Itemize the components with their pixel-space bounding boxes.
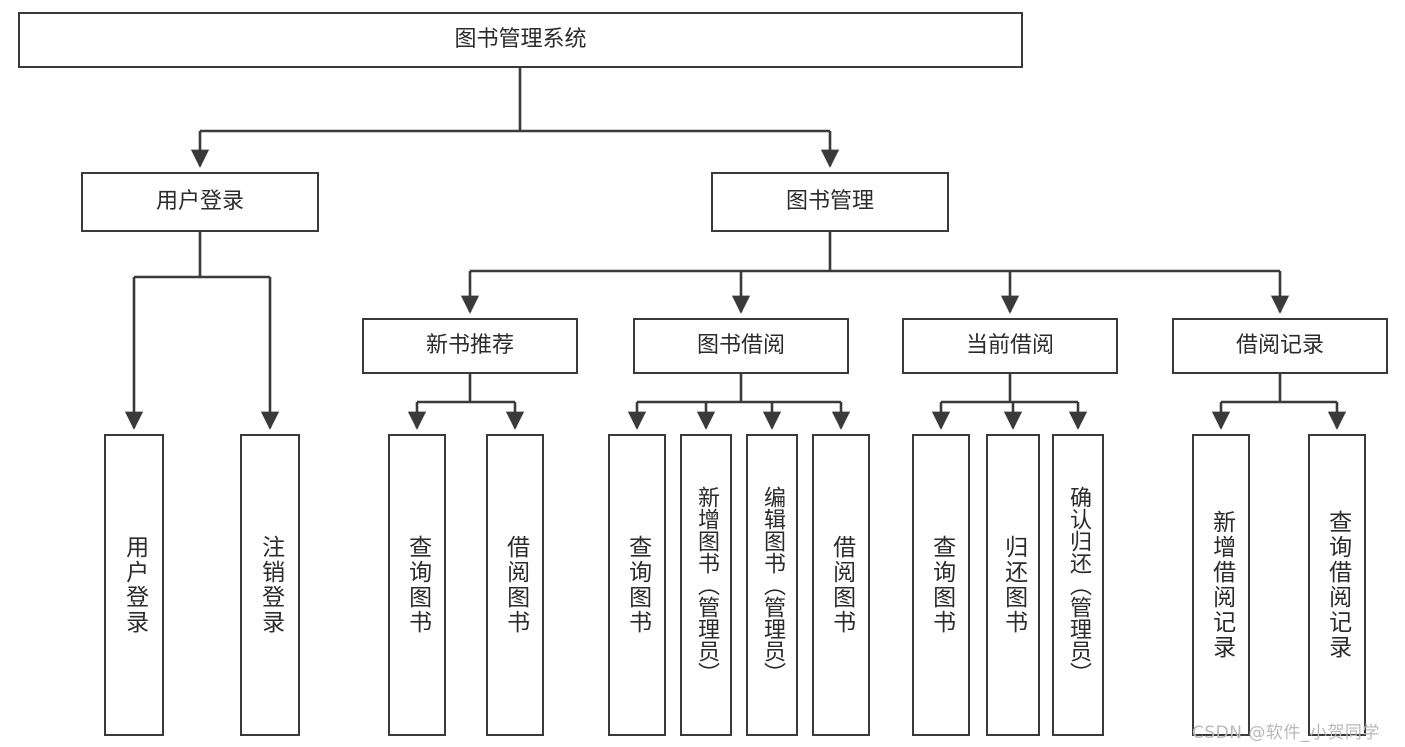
node-user-login[interactable]: 用户登录 <box>81 172 319 232</box>
node-book-borrowing[interactable]: 图书借阅 <box>633 318 849 374</box>
node-borrowing-record[interactable]: 借阅记录 <box>1172 318 1388 374</box>
node-current-borrowing[interactable]: 当前借阅 <box>902 318 1118 374</box>
node-leaf-query-book-borrowing[interactable]: 查询图书 <box>608 434 666 736</box>
node-leaf-add-book-admin[interactable]: 新增图书（管理员） <box>680 434 732 736</box>
node-leaf-user-login[interactable]: 用户登录 <box>104 434 164 736</box>
node-leaf-return-book[interactable]: 归还图书 <box>986 434 1040 736</box>
node-leaf-logout[interactable]: 注销登录 <box>240 434 300 736</box>
node-leaf-query-borrow-record[interactable]: 查询借阅记录 <box>1308 434 1366 736</box>
node-leaf-borrow-book-borrowing[interactable]: 借阅图书 <box>812 434 870 736</box>
node-root-book-management-system[interactable]: 图书管理系统 <box>18 12 1023 68</box>
node-leaf-query-book-recommendation[interactable]: 查询图书 <box>388 434 446 736</box>
node-leaf-confirm-return-admin[interactable]: 确认归还（管理员） <box>1052 434 1104 736</box>
node-book-management[interactable]: 图书管理 <box>711 172 949 232</box>
node-new-book-recommendation[interactable]: 新书推荐 <box>362 318 578 374</box>
csdn-watermark: CSDN @软件_小贺同学 <box>1192 723 1380 743</box>
node-leaf-query-book-current[interactable]: 查询图书 <box>912 434 970 736</box>
node-leaf-edit-book-admin[interactable]: 编辑图书（管理员） <box>746 434 798 736</box>
node-leaf-borrow-book-recommendation[interactable]: 借阅图书 <box>486 434 544 736</box>
node-leaf-add-borrow-record[interactable]: 新增借阅记录 <box>1192 434 1250 736</box>
